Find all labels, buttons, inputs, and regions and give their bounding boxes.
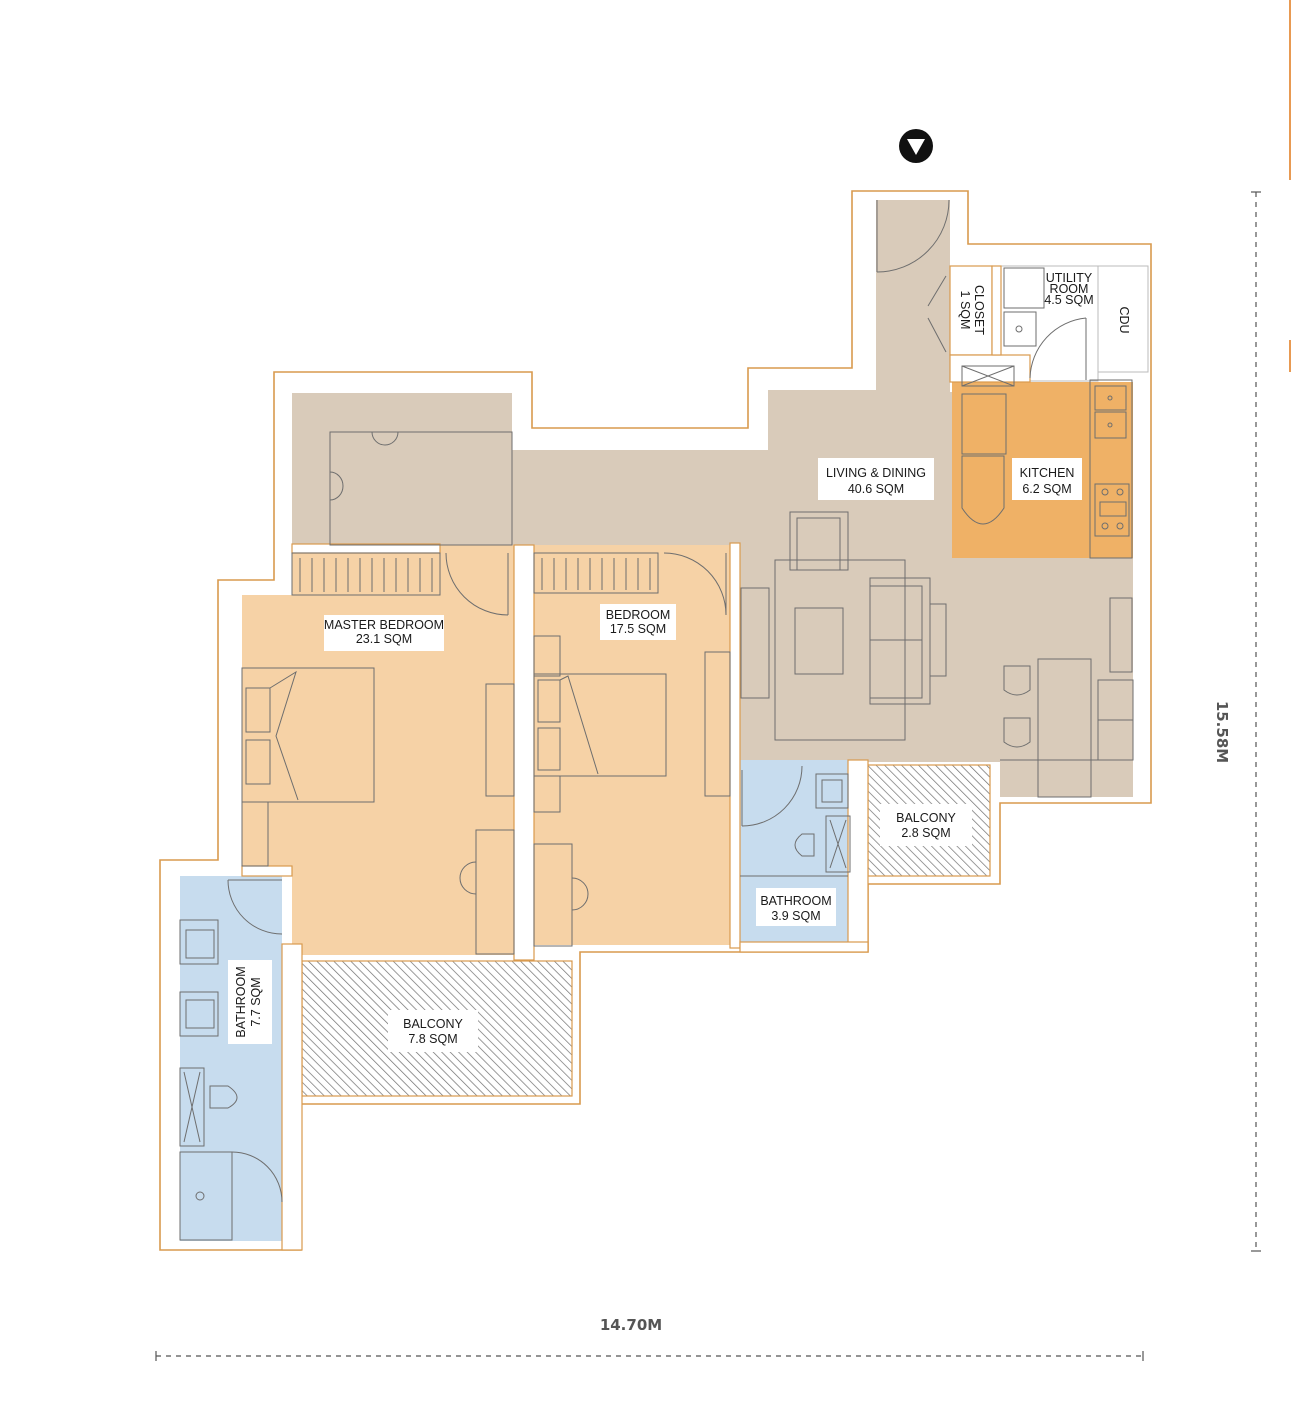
bathroom-large-area-text: 7.7 SQM xyxy=(249,977,263,1026)
bathroom-large-fixtures xyxy=(179,879,283,1241)
height-dimension-text: 15.58M xyxy=(1213,701,1231,763)
closet-name: CLOSET xyxy=(972,285,986,335)
dimension-width: 14.70M xyxy=(155,1316,1144,1361)
utility-name-line1: UTILITY xyxy=(1046,271,1093,285)
dimension-height: 15.58M xyxy=(1213,191,1261,1252)
kitchen-name: KITCHEN xyxy=(1020,466,1075,480)
utility-name-line2: ROOM xyxy=(1050,282,1089,296)
master-bedroom-area xyxy=(242,545,514,955)
utility-furniture xyxy=(961,267,1087,387)
label-master-bedroom: MASTER BEDROOM 23.1 SQM xyxy=(324,615,444,651)
label-balcony-large: BALCONY 7.8 SQM xyxy=(388,1010,478,1052)
bathroom-large-area xyxy=(180,876,282,1241)
closet-area-text: 1 SQM xyxy=(958,291,972,330)
label-closet: CLOSET 1 SQM xyxy=(958,285,986,335)
kitchen-area-text: 6.2 SQM xyxy=(1022,482,1071,496)
bathroom-small-area-text: 3.9 SQM xyxy=(771,909,820,923)
label-bedroom: BEDROOM 17.5 SQM xyxy=(600,604,676,640)
label-bathroom-small: BATHROOM 3.9 SQM xyxy=(756,888,836,926)
bathroom-small-fixtures xyxy=(740,765,851,877)
master-bedroom-furniture xyxy=(241,552,515,955)
page-edge-accent-top xyxy=(1289,0,1291,180)
bathroom-large-name: BATHROOM xyxy=(234,966,248,1037)
cdu-area xyxy=(1097,265,1149,373)
balcony-large-name: BALCONY xyxy=(403,1017,463,1031)
utility-room-area xyxy=(1000,265,1099,382)
label-bathroom-large: BATHROOM 7.7 SQM xyxy=(228,960,272,1044)
bedroom-area-text: 17.5 SQM xyxy=(610,622,666,636)
entrance-marker-icon xyxy=(899,129,933,163)
living-dining-area xyxy=(292,200,1133,797)
kitchen-furniture xyxy=(961,379,1133,559)
label-utility: UTILITY ROOM 4.5 SQM xyxy=(1044,271,1093,307)
cdu-name: CDU xyxy=(1117,306,1131,333)
bedroom-name: BEDROOM xyxy=(606,608,671,622)
label-cdu: CDU xyxy=(1117,306,1131,333)
master-bedroom-area-text: 23.1 SQM xyxy=(356,632,412,646)
label-kitchen: KITCHEN 6.2 SQM xyxy=(1012,458,1082,500)
utility-area-text: 4.5 SQM xyxy=(1044,293,1093,307)
bathroom-small-name: BATHROOM xyxy=(760,894,831,908)
bedroom-furniture xyxy=(533,552,731,947)
interior-walls xyxy=(241,265,1031,1251)
living-furniture xyxy=(329,199,1134,798)
living-dining-area-text: 40.6 SQM xyxy=(848,482,904,496)
width-dimension-text: 14.70M xyxy=(600,1316,662,1334)
living-dining-name: LIVING & DINING xyxy=(826,466,926,480)
label-balcony-small: BALCONY 2.8 SQM xyxy=(880,804,972,846)
balcony-large-area-text: 7.8 SQM xyxy=(408,1032,457,1046)
balcony-small-area-text: 2.8 SQM xyxy=(901,826,950,840)
balcony-small-name: BALCONY xyxy=(896,811,956,825)
page-edge-accent-bottom xyxy=(1289,340,1291,372)
label-living-dining: LIVING & DINING 40.6 SQM xyxy=(818,458,934,500)
master-bedroom-name: MASTER BEDROOM xyxy=(324,618,444,632)
